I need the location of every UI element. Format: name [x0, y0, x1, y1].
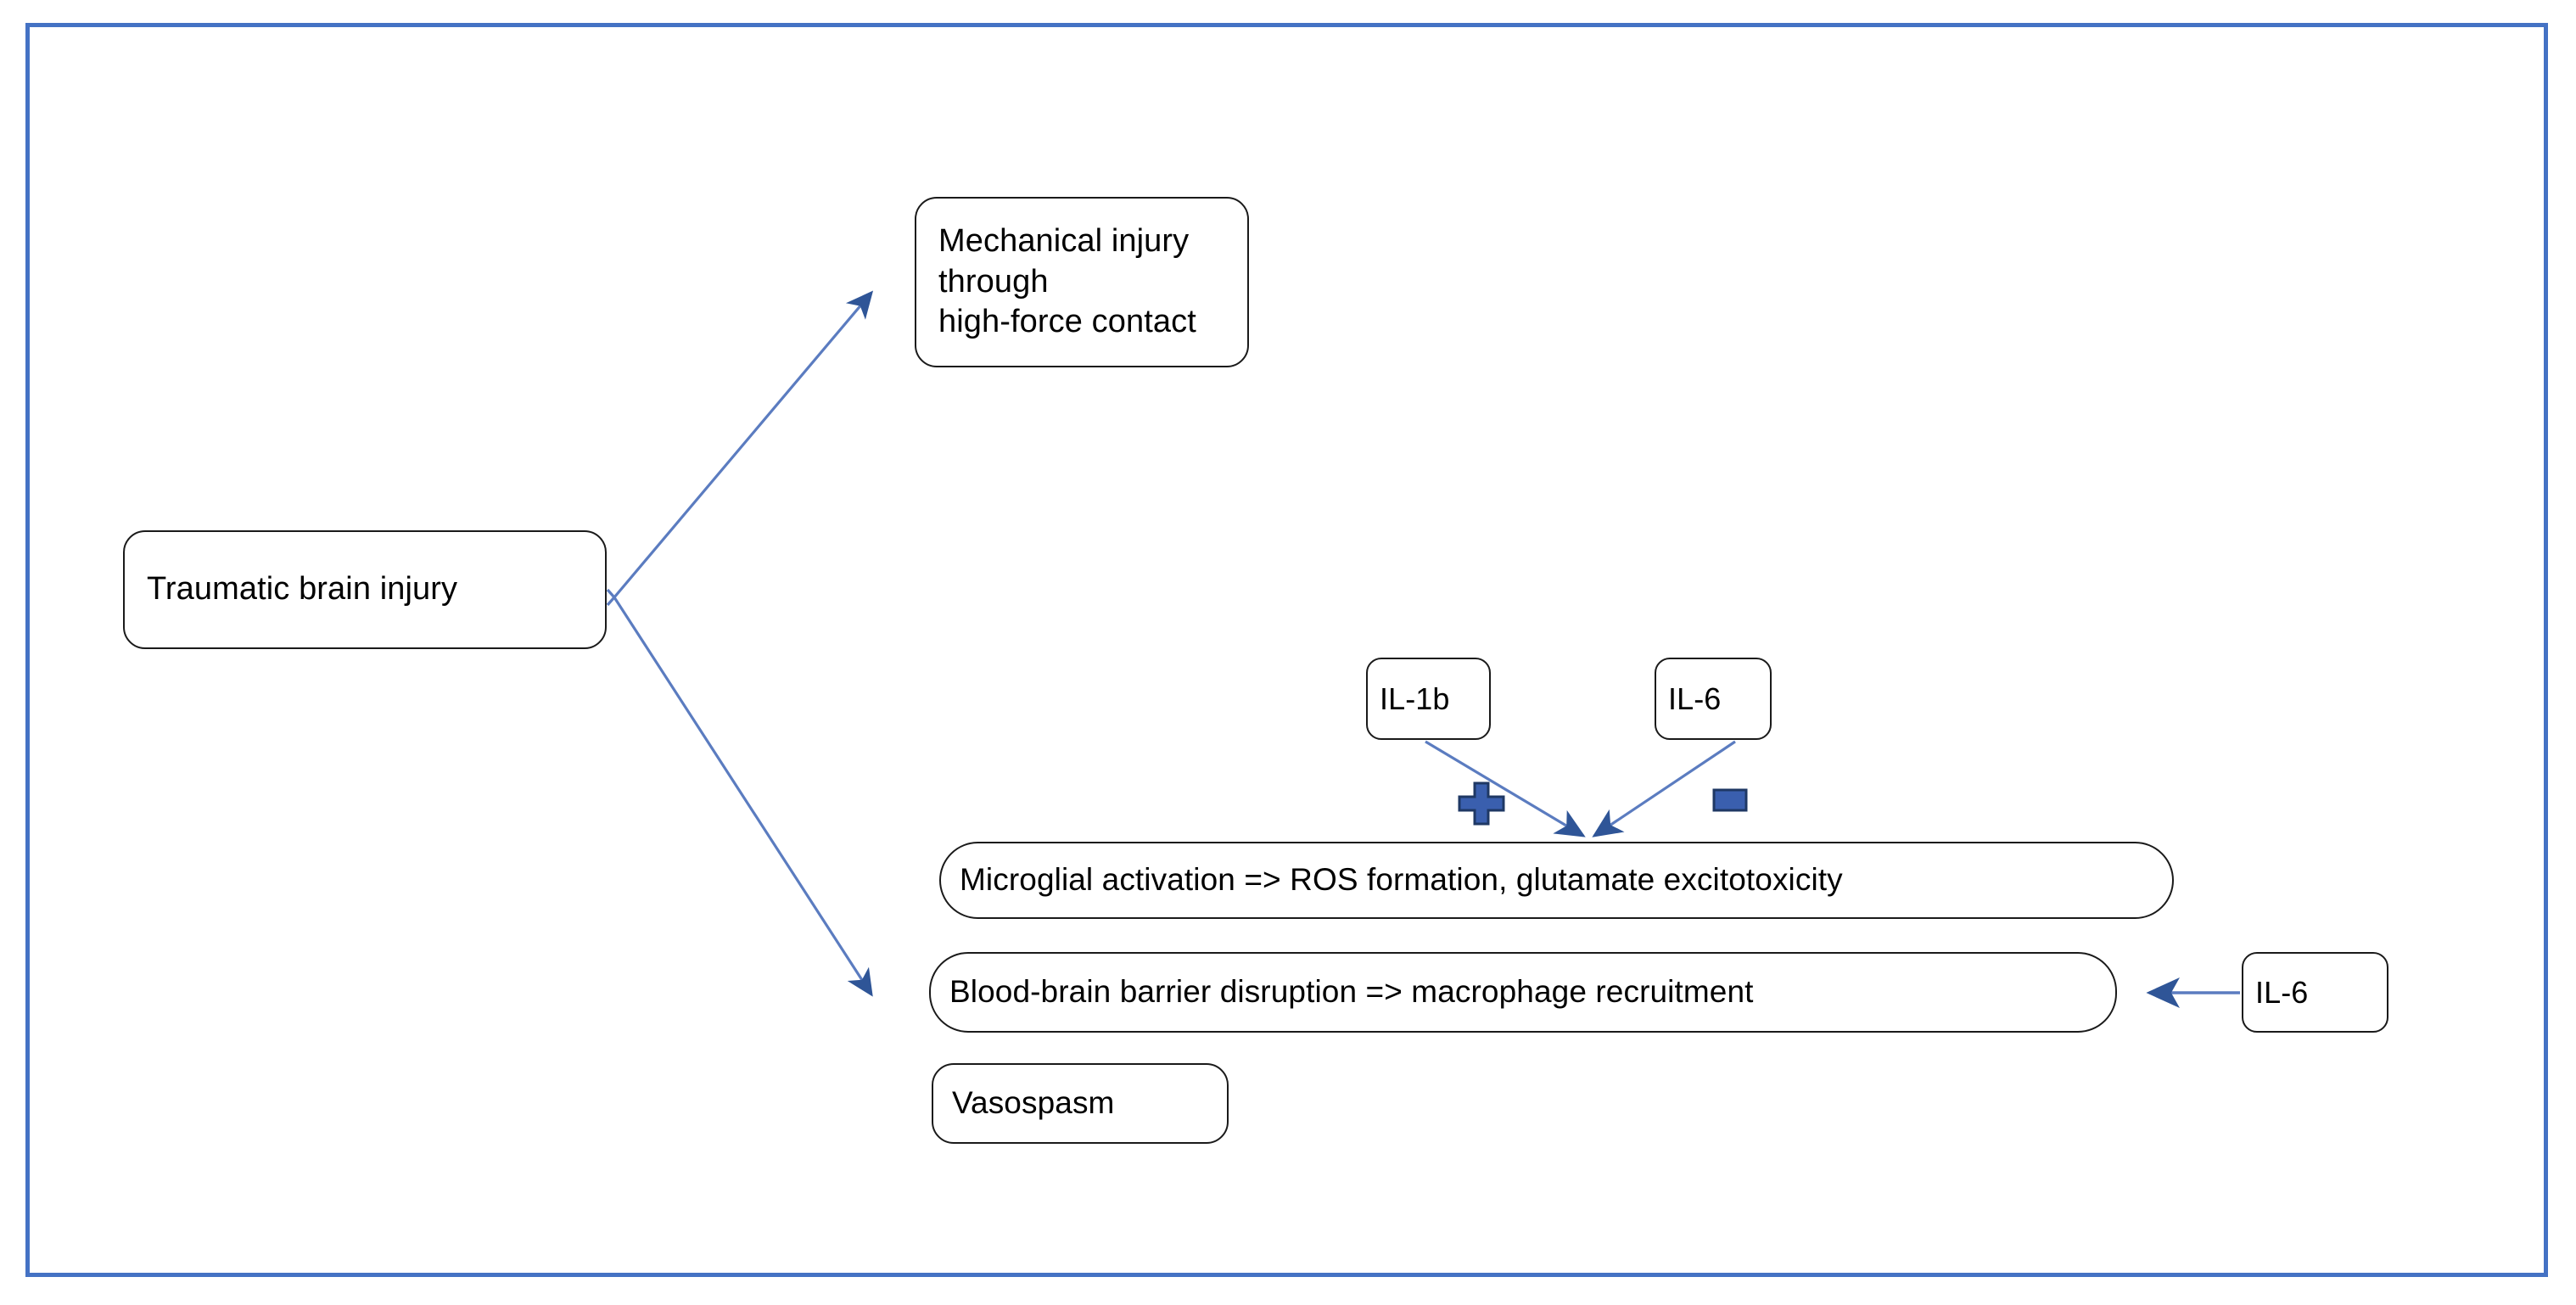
node-microglial-activation[interactable]: Microglial activation => ROS formation, …	[939, 842, 2174, 919]
plus-sign-icon	[1458, 781, 1505, 826]
node-il-6-top-label: IL-6	[1668, 681, 1722, 716]
node-il-6-right-label: IL-6	[2255, 975, 2309, 1010]
minus-sign-icon	[1712, 788, 1748, 812]
node-vasospasm-label: Vasospasm	[952, 1085, 1115, 1121]
node-vasospasm[interactable]: Vasospasm	[932, 1063, 1229, 1144]
node-il-6-right[interactable]: IL-6	[2242, 952, 2388, 1033]
node-il-1b[interactable]: IL-1b	[1366, 658, 1491, 740]
node-traumatic-brain-injury[interactable]: Traumatic brain injury	[123, 530, 607, 649]
node-traumatic-brain-injury-label: Traumatic brain injury	[147, 571, 458, 608]
node-il-6-top[interactable]: IL-6	[1655, 658, 1772, 740]
node-il-1b-label: IL-1b	[1380, 681, 1450, 716]
diagram-frame-border	[25, 23, 2548, 1277]
node-mechanical-injury-label: Mechanical injury through high-force con…	[938, 223, 1196, 340]
node-blood-brain-barrier-disruption[interactable]: Blood-brain barrier disruption => macrop…	[929, 952, 2117, 1033]
node-mechanical-injury[interactable]: Mechanical injury through high-force con…	[915, 197, 1249, 367]
node-blood-brain-barrier-disruption-label: Blood-brain barrier disruption => macrop…	[949, 974, 1754, 1010]
node-microglial-activation-label: Microglial activation => ROS formation, …	[960, 862, 1843, 898]
